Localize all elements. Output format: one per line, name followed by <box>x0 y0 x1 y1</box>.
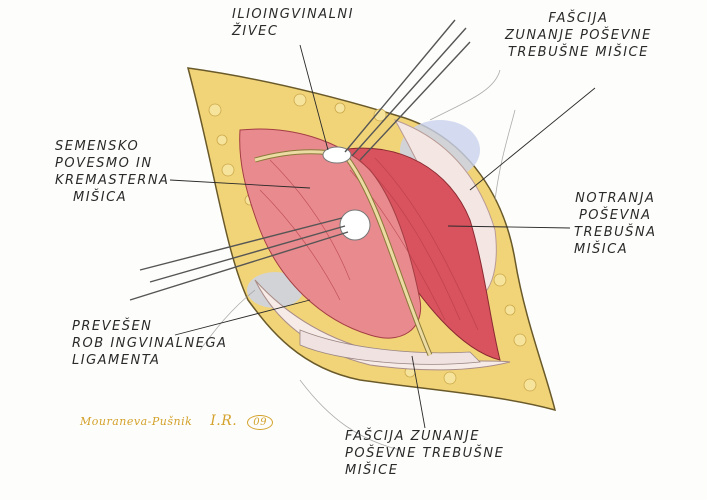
fat-globules <box>208 93 537 392</box>
label-inguinal-ligament: PREVEŠEN ROB INGVINALNEGA LIGAMENTA <box>72 318 227 369</box>
label-line: ŽIVEC <box>232 24 279 39</box>
sketch-lines <box>199 69 516 451</box>
label-line: PREVEŠEN <box>72 319 153 334</box>
forceps-upper <box>344 19 471 161</box>
label-line: POVESMO IN <box>55 156 153 171</box>
label-line: TREBUŠNE MIŠICE <box>507 45 649 60</box>
label-line: TREBUŠNA <box>574 225 657 240</box>
signature-year: 09 <box>247 415 273 430</box>
gauze-loop-middle <box>339 209 371 241</box>
label-line: ILIOINGVINALNI <box>232 7 354 22</box>
label-line: MIŠICE <box>345 463 399 478</box>
fascia-blue-lower <box>247 272 303 308</box>
label-external-oblique-fascia-top: FAŠCIJA ZUNANJE POŠEVNE TREBUŠNE MIŠICE <box>505 10 652 61</box>
label-line: POŠEVNA <box>578 208 652 223</box>
label-line: NOTRANJA <box>575 191 656 206</box>
label-line: FAŠCIJA ZUNANJE <box>345 429 480 444</box>
label-line: ZUNANJE POŠEVNE <box>505 28 652 43</box>
label-line: ROB INGVINALNEGA <box>72 336 228 351</box>
external-oblique-fascia-lower <box>299 329 481 365</box>
label-spermatic-cord: SEMENSKO POVESMO IN KREMASTERNA MIŠICA <box>55 138 169 206</box>
artist-signature: Mouraneva-Pušnik I.R. 09 <box>80 413 273 430</box>
leader-lines <box>169 44 596 429</box>
label-line: POŠEVNE TREBUŠNE <box>345 446 505 461</box>
label-ilioinguinal-nerve: ILIOINGVINALNI ŽIVEC <box>232 6 354 40</box>
label-line: MIŠICA <box>73 190 128 205</box>
signature-initials: I.R. <box>210 413 238 429</box>
label-line: MIŠICA <box>574 242 629 257</box>
label-line: KREMASTERNA <box>55 173 170 188</box>
label-line: LIGAMENTA <box>72 353 161 368</box>
label-line: FAŠCIJA <box>548 11 609 26</box>
label-line: SEMENSKO <box>55 139 140 154</box>
forceps-left <box>129 217 349 301</box>
signature-name: Mouraneva-Pušnik <box>80 415 193 428</box>
gauze-loop-upper <box>322 146 352 164</box>
label-external-oblique-fascia-bottom: FAŠCIJA ZUNANJE POŠEVNE TREBUŠNE MIŠICE <box>345 428 504 479</box>
label-internal-oblique-muscle: NOTRANJA POŠEVNA TREBUŠNA MIŠICA <box>574 190 657 258</box>
